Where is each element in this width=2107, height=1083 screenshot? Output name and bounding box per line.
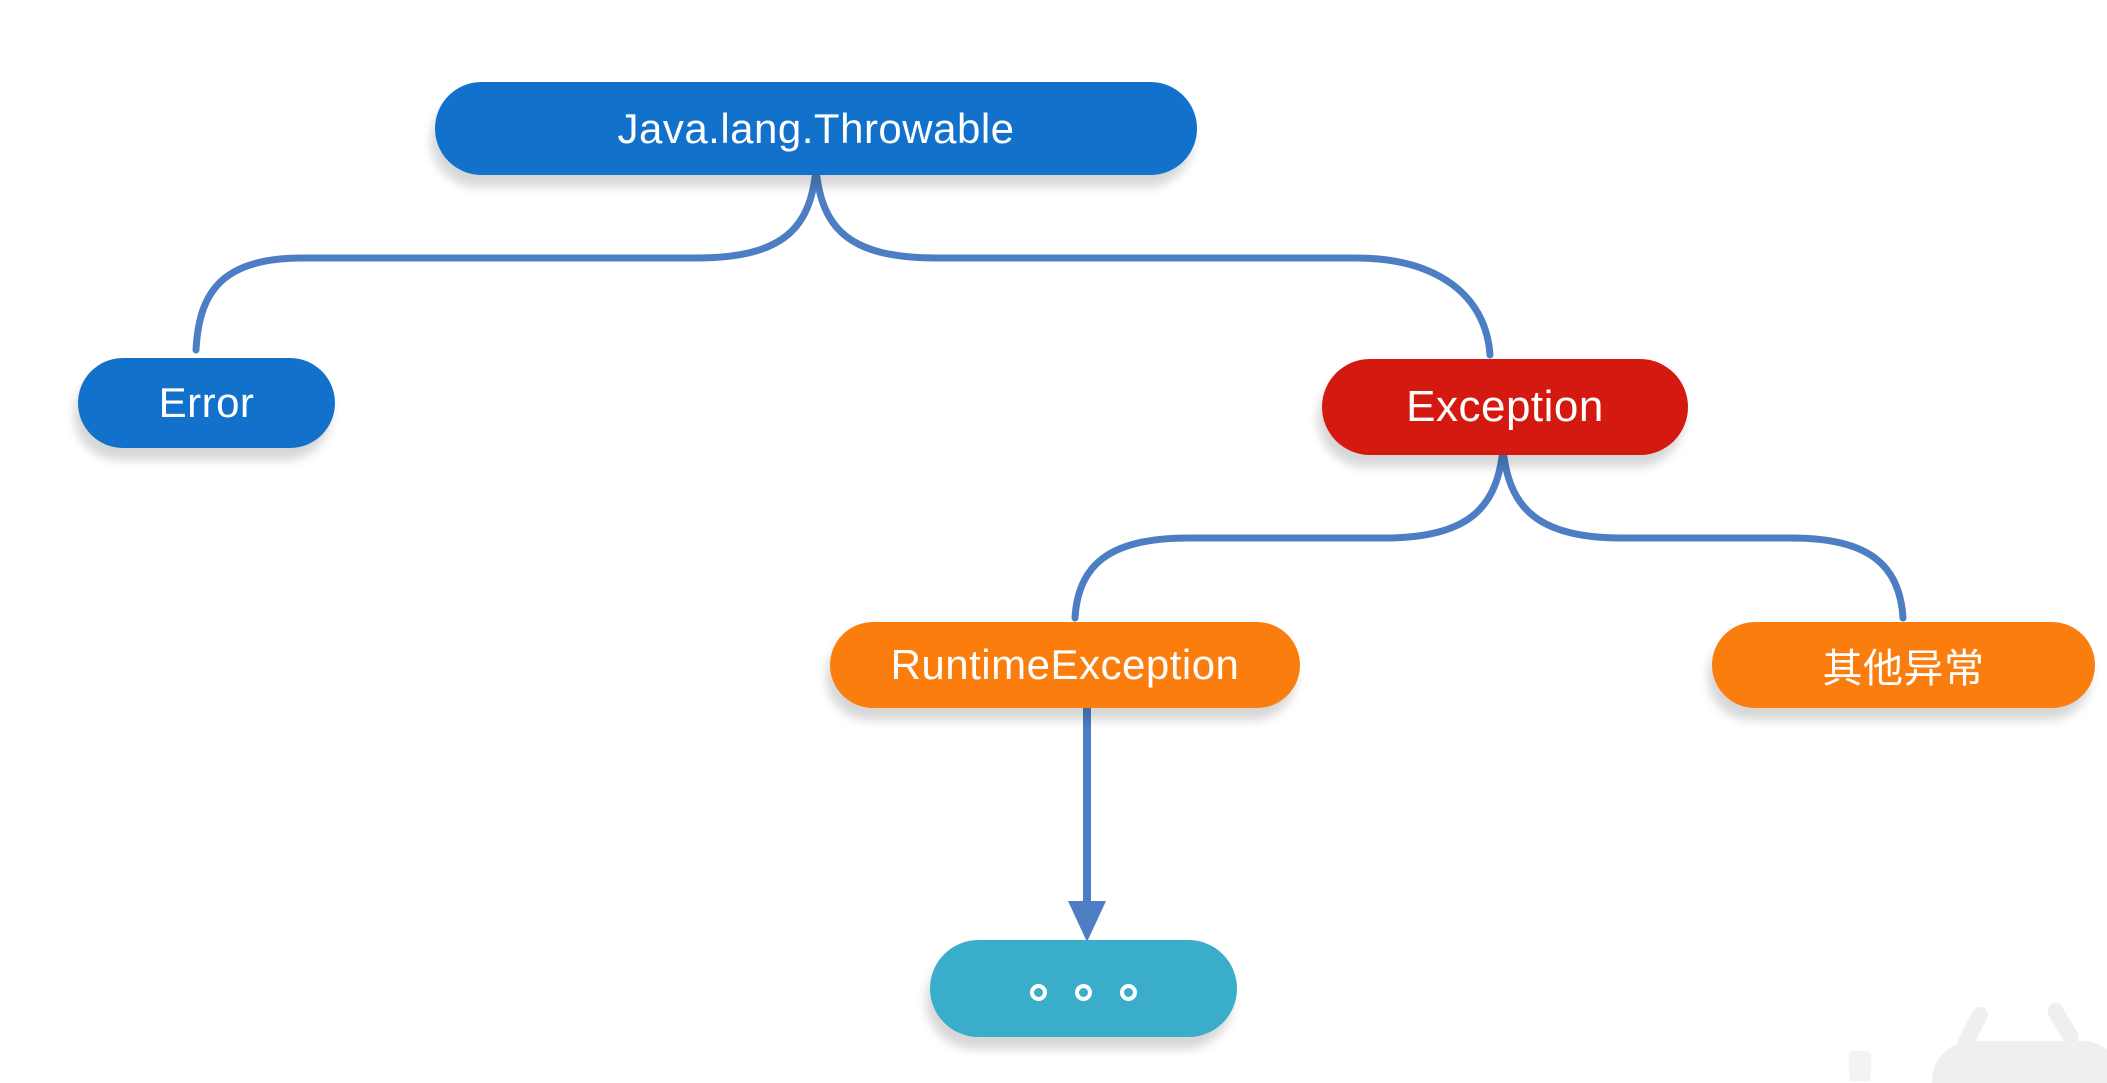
node-error: Error [78,358,335,448]
node-runtime-exception: RuntimeException [830,622,1300,708]
dot-icon [1030,984,1047,1001]
node-exception-label: Exception [1406,382,1604,431]
node-other-exception-label: 其他异常 [1822,647,1985,691]
edge-throwable-error [192,166,820,354]
dot-icon [1075,984,1092,1001]
dot-icon [1120,984,1137,1001]
node-exception: Exception [1322,359,1688,455]
node-more [930,940,1237,1037]
ellipsis-dots-icon [1030,984,1137,1001]
node-error-label: Error [158,379,255,426]
edge-runtime-more-arrowhead [1068,901,1106,942]
edge-exception-other [1499,446,1907,622]
node-runtime-exception-label: RuntimeException [890,641,1240,688]
edge-exception-runtime [1071,446,1507,622]
node-other-exception: 其他异常 [1712,622,2095,708]
android-watermark-icon [1849,1003,2107,1083]
node-throwable: Java.lang.Throwable [435,82,1197,175]
edge-throwable-exception [812,166,1494,359]
node-throwable-label: Java.lang.Throwable [617,104,1015,152]
